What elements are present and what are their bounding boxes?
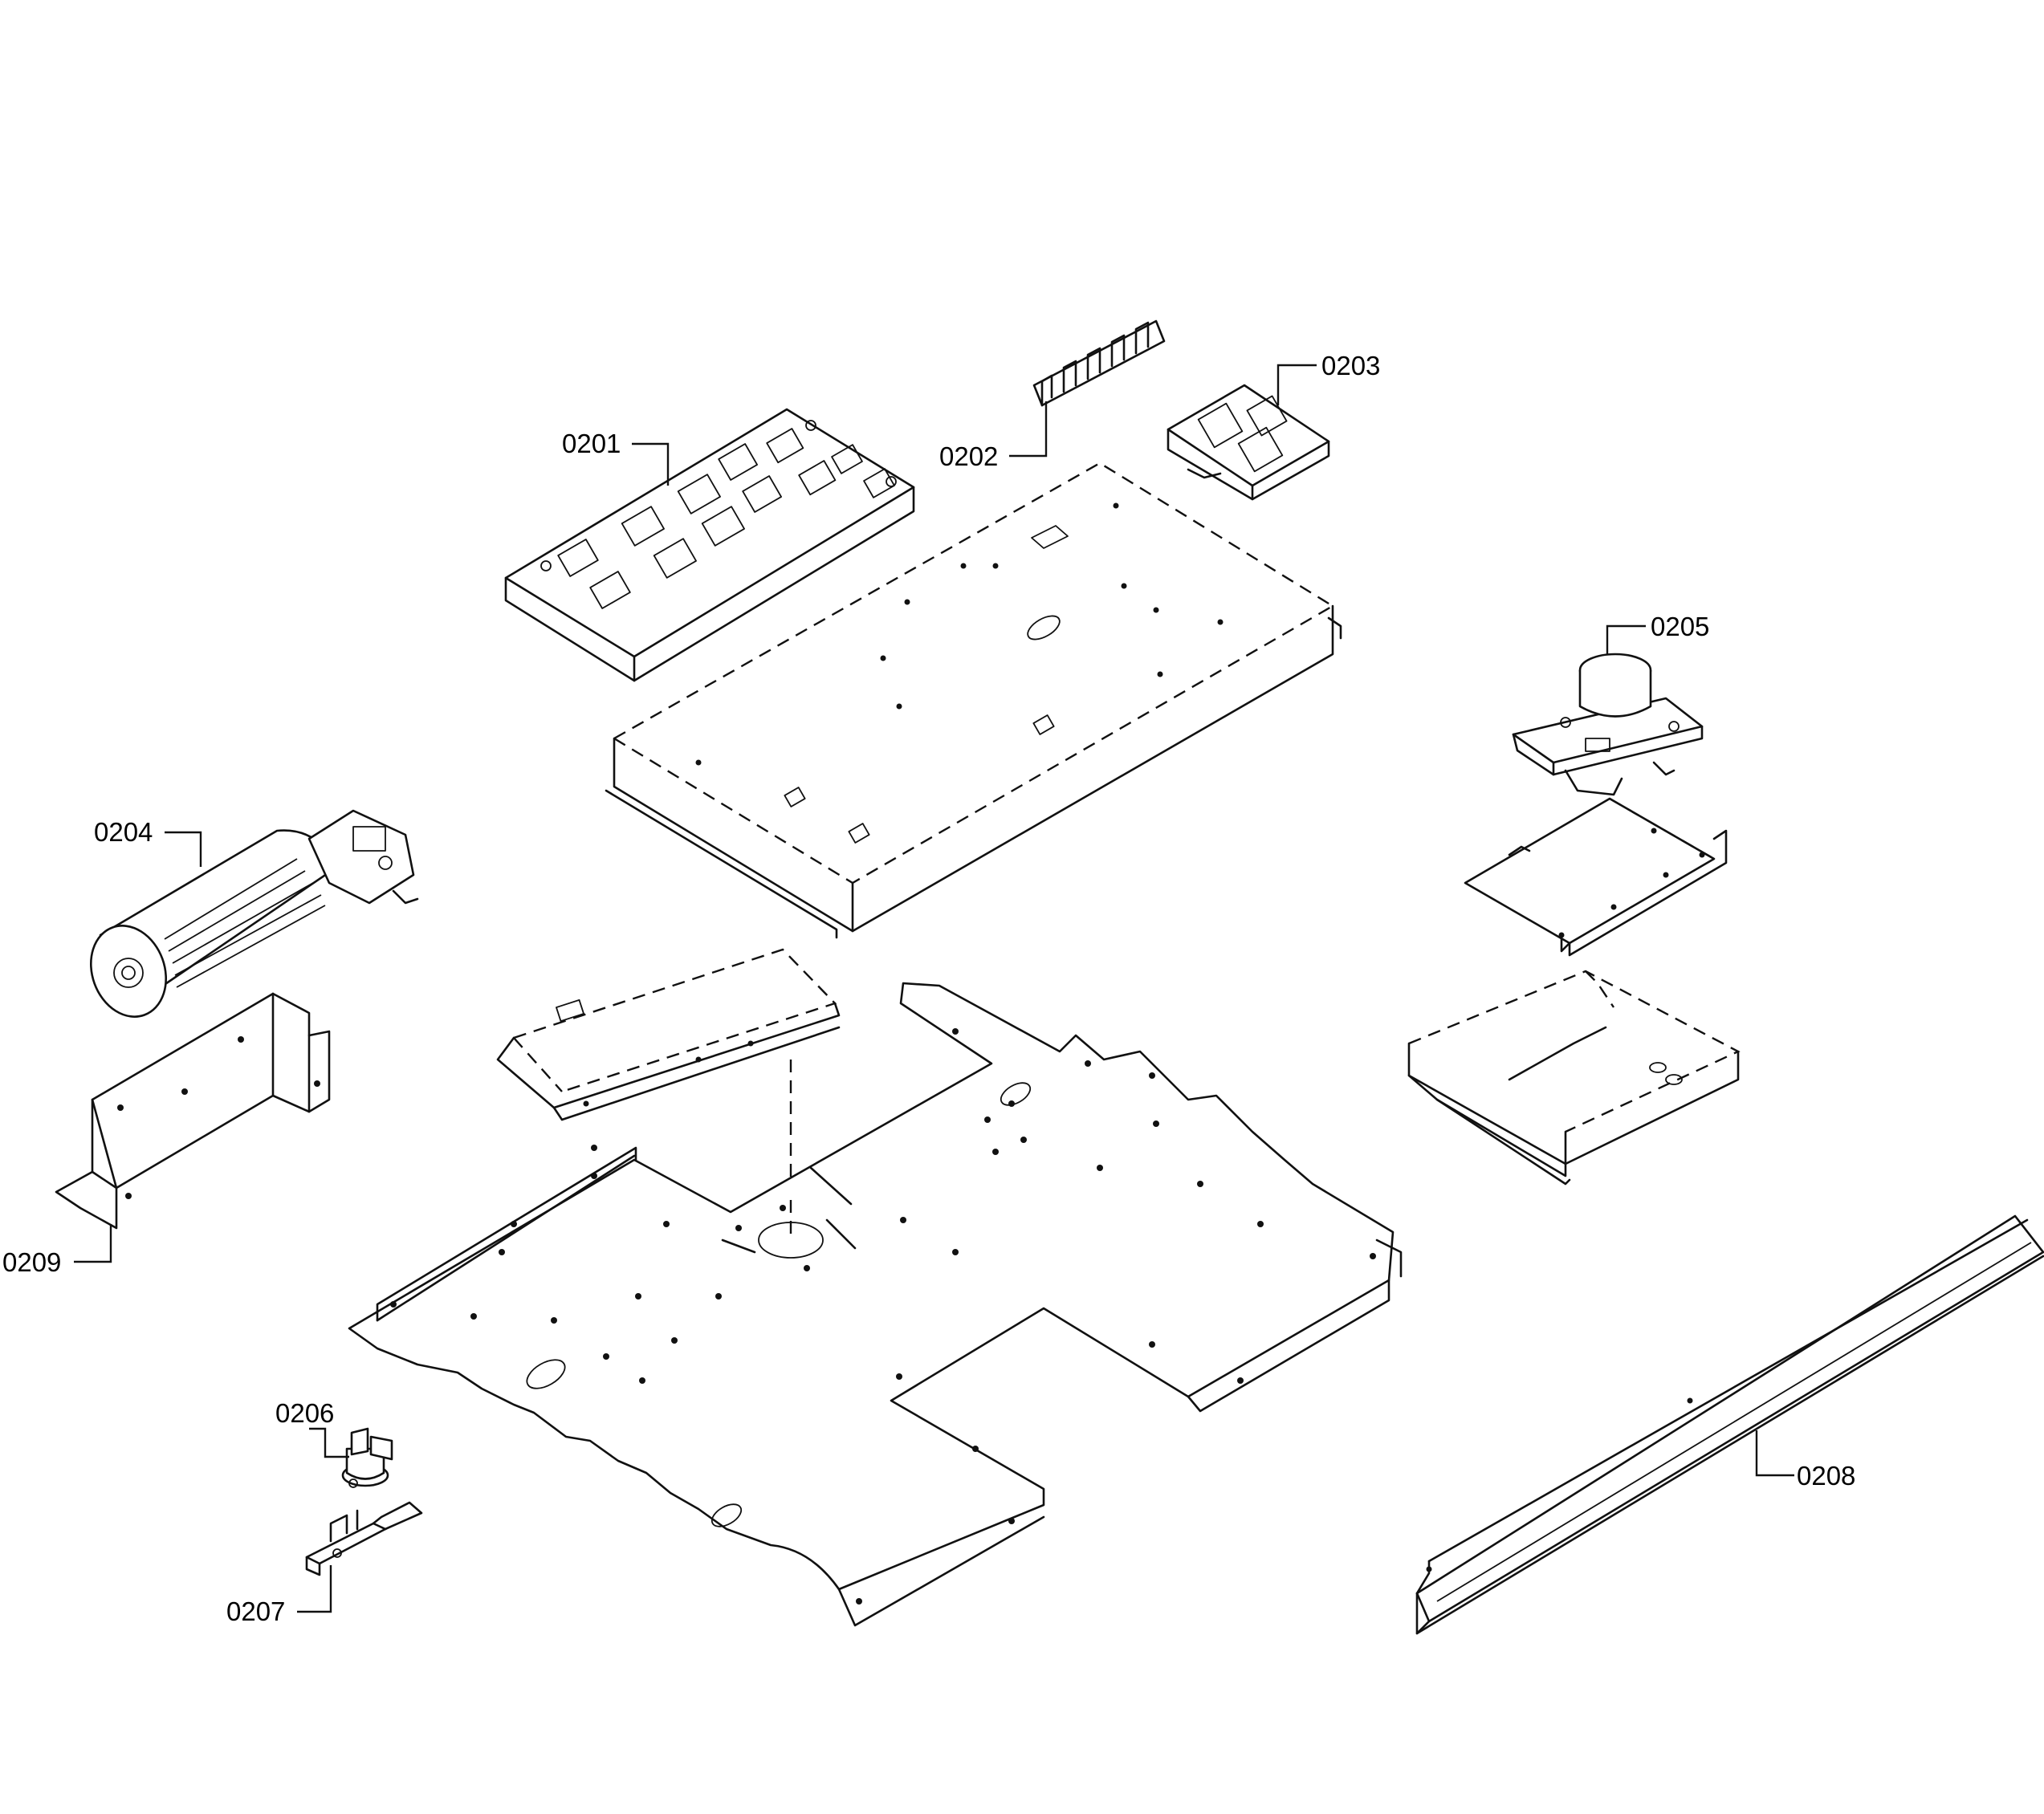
tangential-fan-0204 [89,809,419,1018]
base-plate [348,982,1403,1627]
leader-0202 [1009,401,1048,458]
motor-assembly-0205 [1512,653,1704,796]
switch-bracket-0207 [305,1501,423,1576]
right-mount-plate [1464,797,1728,957]
leader-0204 [165,831,202,867]
callout-0209: 0209 [2,1247,61,1277]
duct-cover [496,948,841,1200]
clip-bracket-0203 [1167,384,1330,501]
leader-0207 [297,1565,332,1613]
leader-0201 [632,442,670,486]
callout-0204: 0204 [94,817,153,847]
callout-0208: 0208 [1797,1461,1855,1491]
callout-0203: 0203 [1321,351,1380,380]
fan-bracket-0209 [55,992,331,1230]
thermal-switch-0206 [341,1427,393,1488]
callout-0206: 0206 [275,1398,334,1428]
long-rail-0208 [1415,1214,2044,1635]
leader-0206 [309,1427,349,1458]
callout-0207: 0207 [226,1596,285,1626]
leader-0209 [74,1224,112,1263]
upper-mounting-panel [605,462,1342,939]
callout-0205: 0205 [1651,612,1709,641]
callout-0201: 0201 [562,429,621,458]
leader-0208 [1755,1430,1794,1477]
callout-0202: 0202 [939,441,998,471]
leader-0203 [1276,364,1317,405]
control-board-0201 [504,408,915,682]
terminal-block-0202 [1032,319,1166,407]
right-duct-tray [1407,970,1741,1186]
leader-0205 [1606,624,1646,654]
